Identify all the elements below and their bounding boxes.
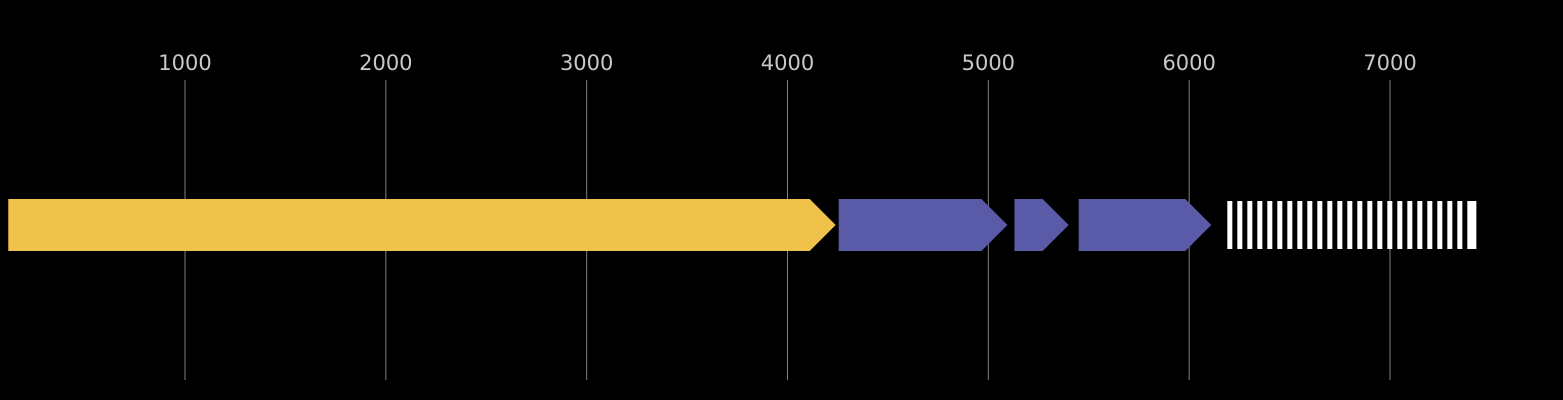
- hatch-stripe: [1292, 201, 1298, 249]
- hatch-stripe: [1392, 201, 1398, 249]
- axis-tick-label: 4000: [761, 51, 814, 75]
- hatched-feature-feature-5: [1227, 201, 1477, 249]
- hatch-stripe: [1452, 201, 1458, 249]
- hatch-stripe: [1242, 201, 1248, 249]
- hatch-stripe: [1252, 201, 1258, 249]
- axis-tick-label: 3000: [560, 51, 613, 75]
- hatch-stripe: [1432, 201, 1438, 249]
- hatch-stripe: [1342, 201, 1348, 249]
- hatch-stripe: [1442, 201, 1448, 249]
- axis-tick-label: 2000: [359, 51, 412, 75]
- hatch-stripe: [1322, 201, 1328, 249]
- gene-arrow-feature-2: [838, 199, 1008, 251]
- hatch-stripe: [1412, 201, 1418, 249]
- hatch-stripe: [1402, 201, 1408, 249]
- axis-tick-label: 1000: [158, 51, 211, 75]
- hatch-stripe: [1462, 201, 1468, 249]
- axis-tick-label: 7000: [1363, 51, 1416, 75]
- axis-tick-label: 6000: [1162, 51, 1215, 75]
- axis-tick-label: 5000: [962, 51, 1015, 75]
- hatch-stripe: [1352, 201, 1358, 249]
- hatch-stripe: [1262, 201, 1268, 249]
- hatch-stripe: [1282, 201, 1288, 249]
- hatch-stripe: [1302, 201, 1308, 249]
- hatch-stripe: [1422, 201, 1428, 249]
- hatch-stripe: [1362, 201, 1368, 249]
- hatch-stripe: [1332, 201, 1338, 249]
- gene-arrow-feature-3: [1014, 199, 1069, 251]
- hatch-stripe: [1272, 201, 1278, 249]
- hatch-stripe: [1372, 201, 1378, 249]
- gene-arrow-feature-1: [8, 199, 836, 251]
- hatch-stripe: [1232, 201, 1238, 249]
- gene-arrow-feature-4: [1078, 199, 1212, 251]
- hatch-stripe: [1382, 201, 1388, 249]
- hatch-stripe: [1312, 201, 1318, 249]
